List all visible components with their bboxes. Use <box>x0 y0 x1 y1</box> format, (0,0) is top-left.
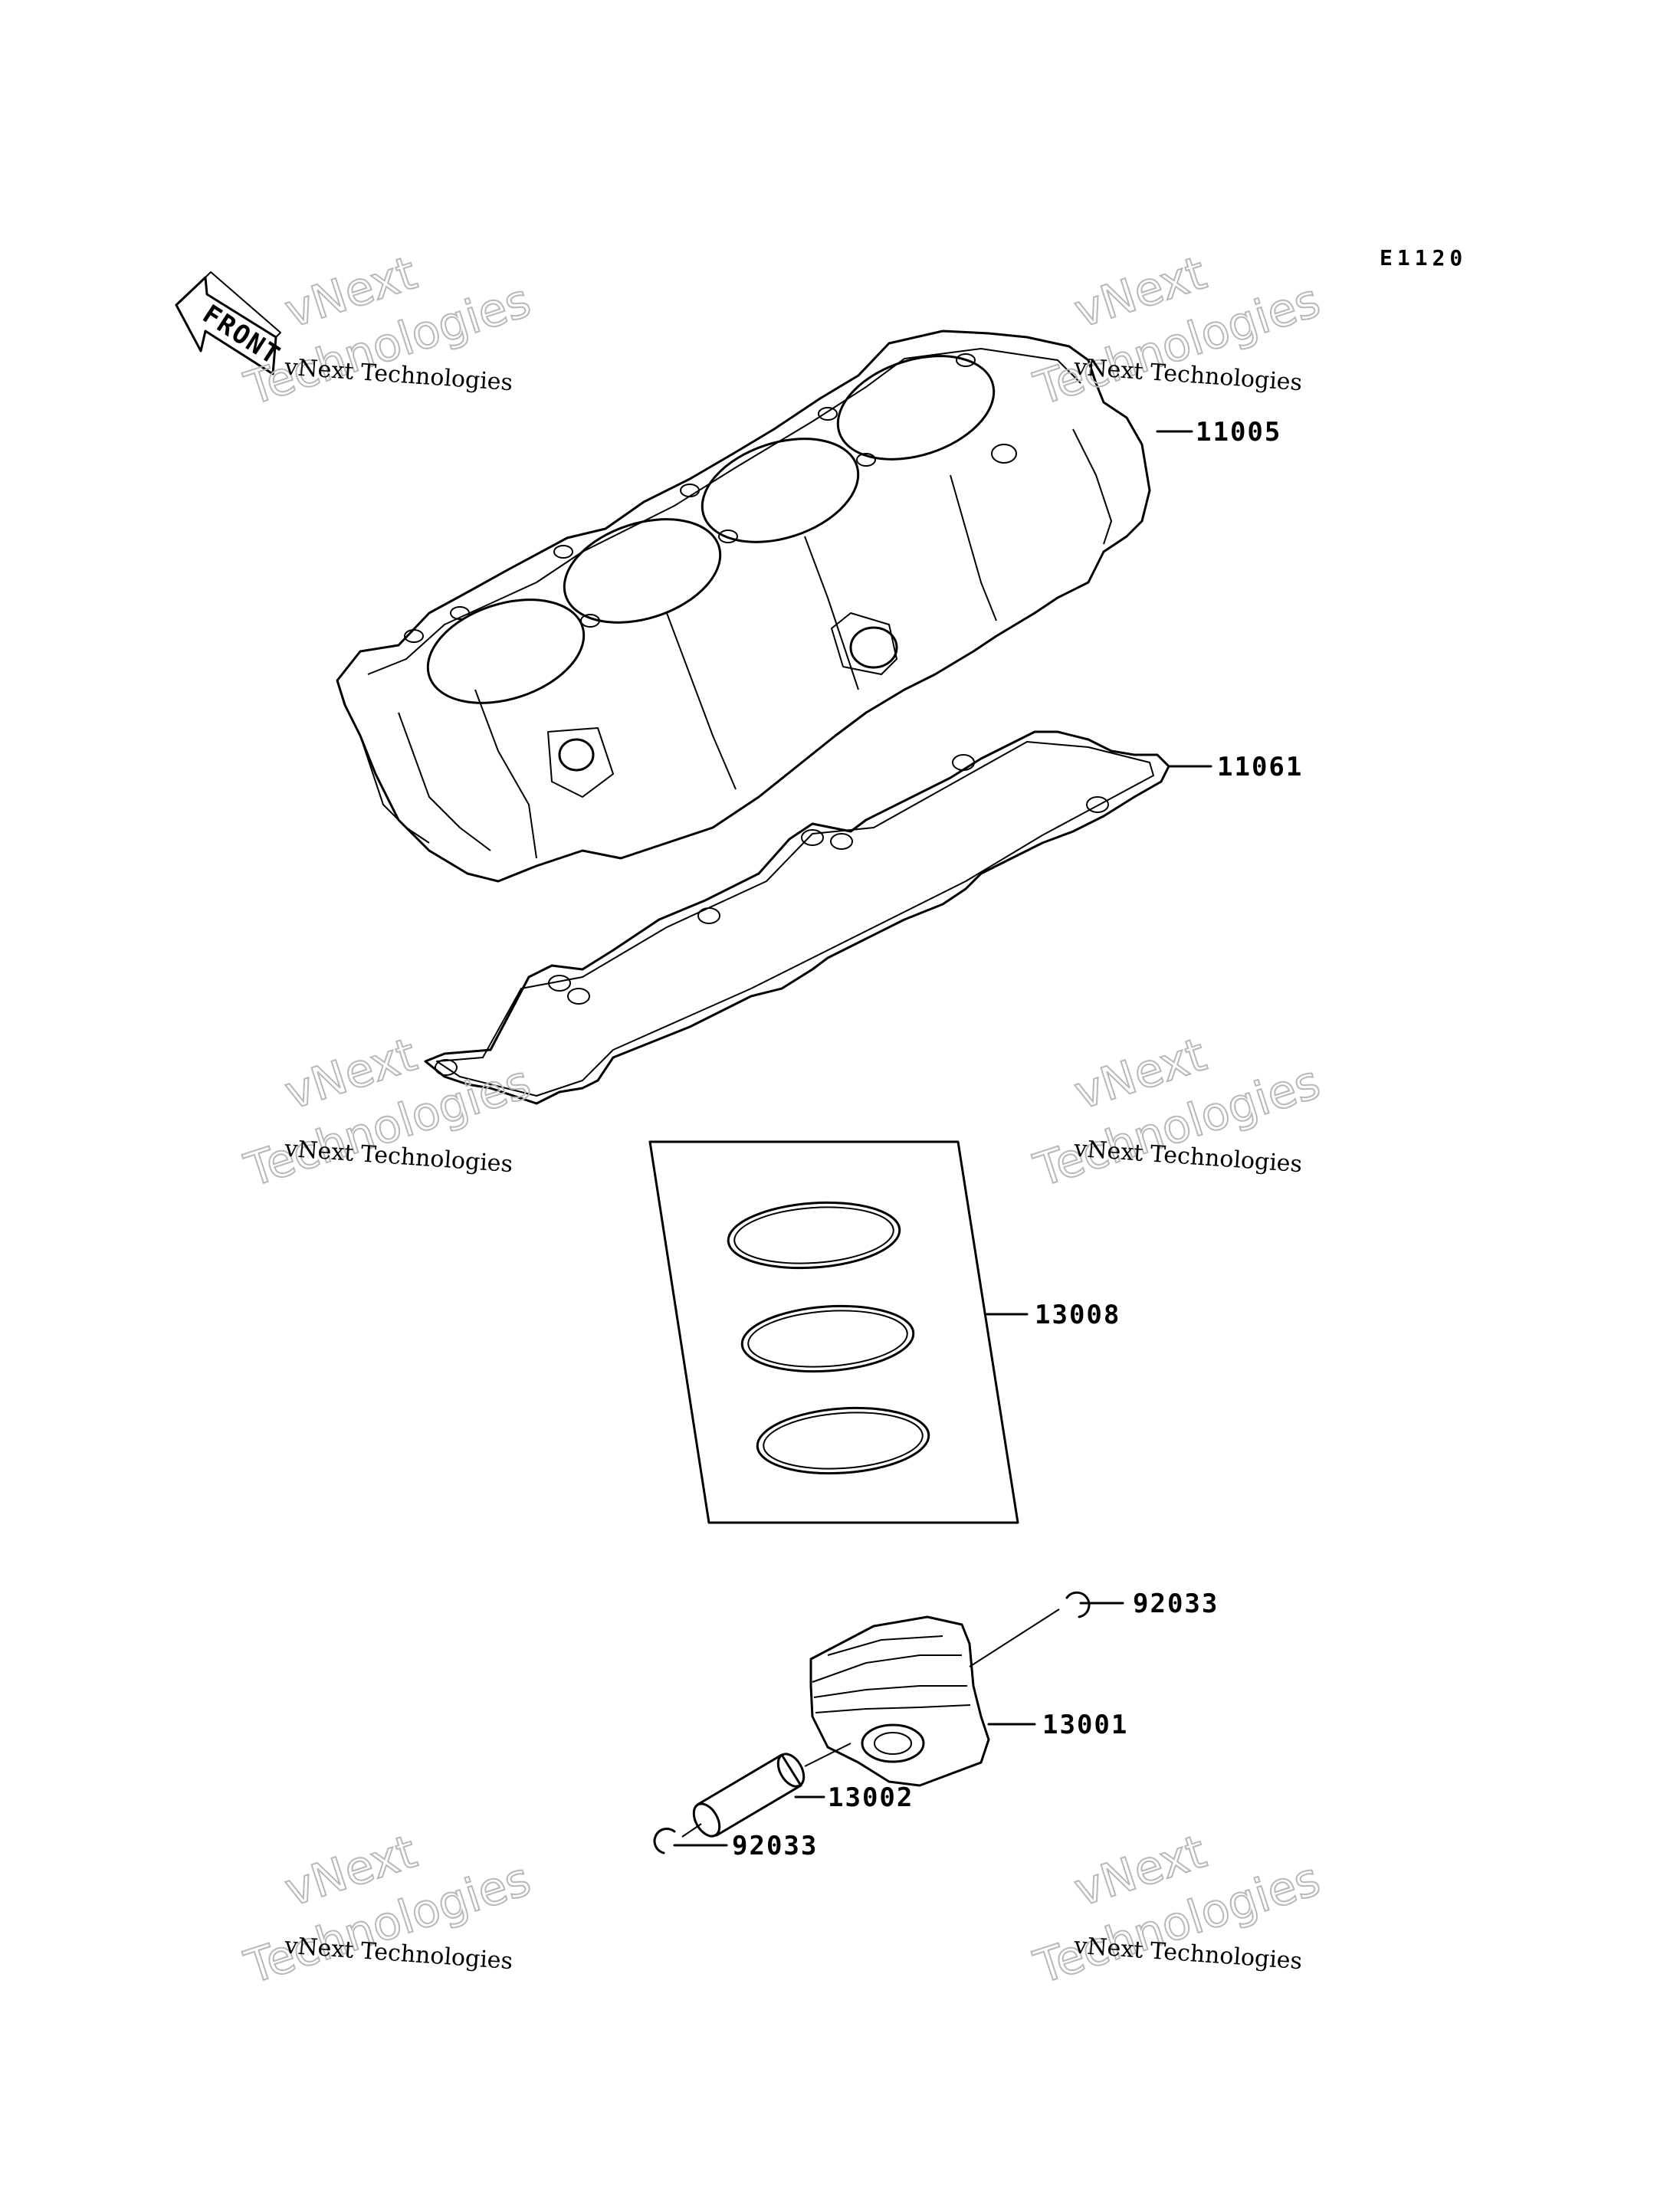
cylinder-base-gasket <box>424 730 1170 1105</box>
watermark-3: vNext Technologies vNext Technologies <box>238 1027 537 1199</box>
piston-pin <box>692 1753 806 1838</box>
part-label-92033-upper: 92033 <box>1133 1589 1219 1619</box>
part-label-13001: 13001 <box>1042 1710 1128 1740</box>
watermark-4: vNext Technologies vNext Technologies <box>1027 1027 1327 1199</box>
part-label-13002: 13002 <box>828 1782 914 1813</box>
piston <box>809 1615 990 1787</box>
piston-ring-set <box>648 1140 1019 1524</box>
part-label-92033-lower: 92033 <box>732 1831 818 1861</box>
assembly-line-pin <box>804 1743 851 1767</box>
part-label-11061: 11061 <box>1217 752 1303 782</box>
watermark-5: vNext Technologies vNext Technologies <box>238 1824 537 1995</box>
circlip-lower <box>653 1828 676 1854</box>
cylinder-block <box>336 330 1151 883</box>
circlip-upper <box>1065 1591 1091 1618</box>
watermark-2: vNext Technologies vNext Technologies <box>1027 245 1327 417</box>
diagram-code: E1120 <box>1380 245 1467 271</box>
part-label-11005: 11005 <box>1196 417 1281 448</box>
watermark-1: vNext Technologies vNext Technologies <box>238 245 537 417</box>
assembly-line-lower <box>681 1823 702 1838</box>
watermark-6: vNext Technologies vNext Technologies <box>1027 1824 1327 1995</box>
part-label-13008: 13008 <box>1035 1300 1121 1330</box>
assembly-line-upper <box>969 1608 1060 1667</box>
